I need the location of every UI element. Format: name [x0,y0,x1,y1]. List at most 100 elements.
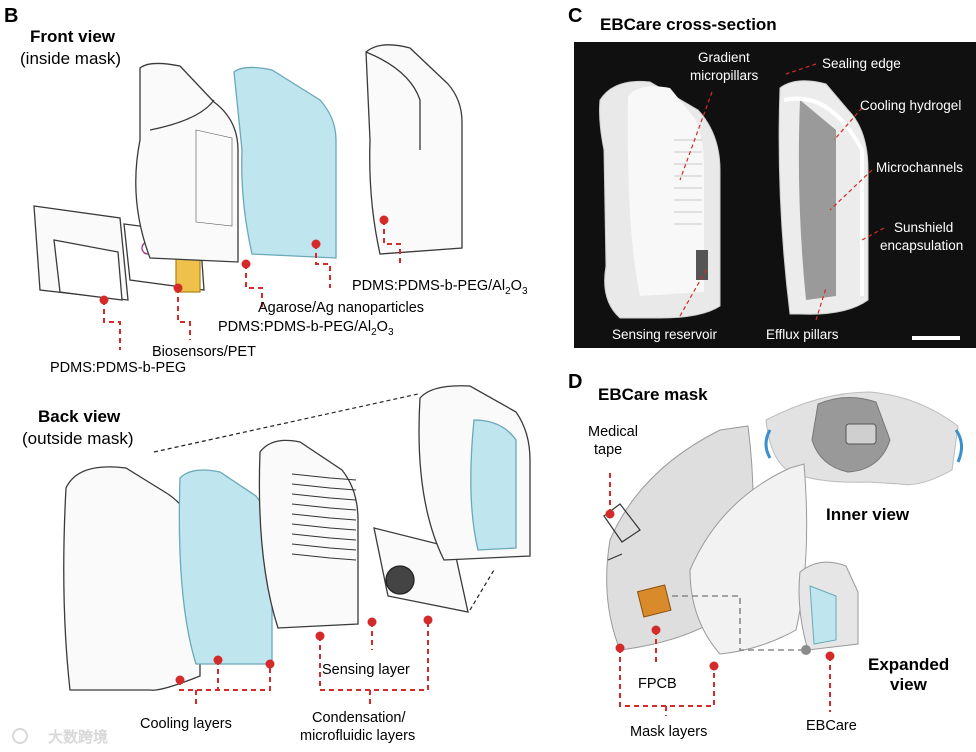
label-biosensors: Biosensors/PET [152,344,256,360]
front-leader-dots [99,215,389,305]
connection-node [801,645,811,655]
panel-d: D EBCare mask Inner view [568,371,963,740]
dot [311,239,321,249]
inner-view-mask [764,391,963,486]
panel-c: C EBCare cross-section [568,5,976,348]
label-view: view [890,675,928,694]
dot [605,509,615,519]
label-encapsulation: encapsulation [880,238,963,253]
outer-shell-fold [365,51,421,150]
front-view-title: Front view [30,27,116,46]
dot [315,631,325,641]
inner-shell-layer [135,62,239,263]
scale-bar [912,336,960,340]
leader-outer [383,220,401,264]
expanded-ebcare-hydrogel [809,585,837,645]
label-gradient: Gradient [698,50,750,65]
front-view-subtitle: (inside mask) [20,49,121,68]
panel-c-leaders [679,63,885,321]
label-agarose: Agarose/Ag nanoparticles [258,300,424,316]
dot [825,651,835,661]
agarose-hydrogel-layer [233,66,337,259]
leader-condensation-bracket [319,620,429,691]
leader-shell [245,264,263,308]
outer-cooling-shell [63,466,201,691]
back-exploded-illustration [63,385,531,691]
front-exploded-illustration [33,44,463,301]
dot [99,295,109,305]
label-condensation: Condensation/ [312,710,406,726]
ear-loop-right [954,429,963,463]
back-hydrogel-layer [178,469,273,665]
panel-c-letter: C [568,5,582,27]
sensing-array [385,565,415,595]
dot [367,617,377,627]
watermark-text: 大数跨境 [48,728,108,746]
label-expanded: Expanded [868,655,949,674]
microfluidic-channels [291,473,357,561]
leader-cooling-hydrogel [833,107,863,141]
label-sunshield: Sunshield [894,220,953,235]
zoom-module-hydrogel [470,419,517,551]
label-cooling-layers: Cooling layers [140,716,232,732]
leader-micropillars [679,91,713,181]
label-microfluidic: microfluidic layers [300,728,415,744]
label-sensing-layer: Sensing layer [322,662,410,678]
label-mask-layers: Mask layers [630,724,707,740]
zoom-line-top [153,393,419,453]
sensing-chip [696,250,708,280]
fpcb-board [636,584,672,618]
front-leaders [103,220,401,350]
dot [615,643,625,653]
dot [379,215,389,225]
back-view-subtitle: (outside mask) [22,429,133,448]
expanded-mask-layers [603,425,859,655]
panel-d-leader-dots [605,509,835,671]
label-medical: Medical [588,424,638,440]
microfluidic-layer [258,439,359,629]
inner-shell-fold [149,99,215,131]
label-cooling-hydrogel: Cooling hydrogel [860,98,961,113]
label-sensing-reservoir: Sensing reservoir [612,327,718,342]
leader-agarose [315,244,331,288]
panel-b-letter: B [4,5,18,27]
ear-loop-left [764,429,772,459]
inner-shell-micropillars [195,129,233,227]
dot [651,625,661,635]
leader-pdms [103,300,121,350]
label-inner-view: Inner view [826,505,910,524]
cooling-hydrogel-strip [798,100,836,300]
label-microchannels: Microchannels [876,160,963,175]
leader-efflux [815,287,827,321]
dot [709,661,719,671]
leader-cooling-bracket [179,664,271,691]
dot [175,675,185,685]
leader-biosensor [177,288,191,340]
dot [173,283,183,293]
leader-sealing [785,63,817,75]
back-view-title: Back view [38,407,121,426]
back-leaders [179,620,429,708]
label-fpcb: FPCB [638,676,677,692]
outer-shell-layer [365,44,463,255]
label-efflux-pillars: Efflux pillars [766,327,839,342]
label-tape: tape [594,442,622,458]
panel-d-leaders [609,470,831,716]
label-pdms-b-peg: PDMS:PDMS-b-PEG [50,360,186,376]
panel-c-title: EBCare cross-section [600,15,777,34]
panel-d-title: EBCare mask [598,385,708,404]
dot [423,615,433,625]
dot [241,259,251,269]
panel-b: B Front view (inside mask) [4,5,531,744]
cross-section-right-piece [778,80,869,315]
pdms-base-flap [53,239,123,301]
label-ebcare: EBCare [806,718,857,734]
leader-reservoir [679,269,707,317]
leader-microchannels [829,169,873,211]
fpcb-connection [672,595,804,651]
dot [213,655,223,665]
leader-mask-layers [619,648,715,707]
label-micropillars: micropillars [690,68,759,83]
watermark: 大数跨境 [12,728,108,746]
zoom-line-bottom [469,569,495,611]
